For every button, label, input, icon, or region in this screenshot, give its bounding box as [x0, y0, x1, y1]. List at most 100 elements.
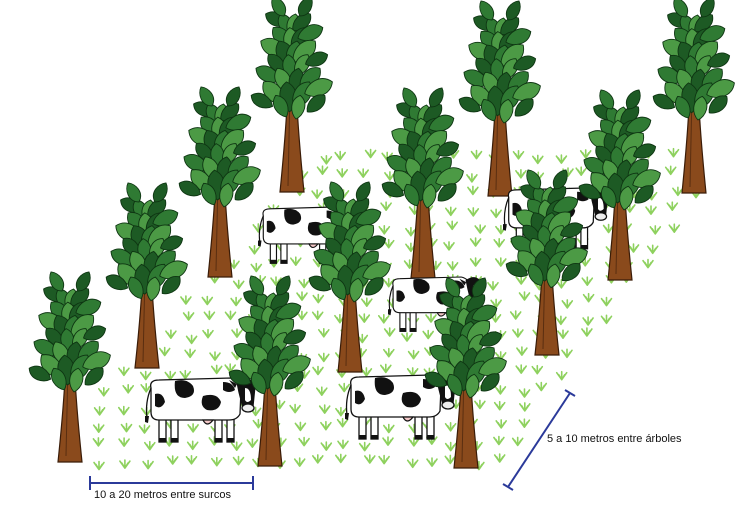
grass-tuft: [184, 312, 194, 320]
grass-tuft: [321, 422, 331, 430]
grass-tuft: [602, 315, 612, 323]
grass-tuft: [409, 351, 419, 359]
grass-tuft: [495, 402, 505, 410]
grass-tuft: [123, 385, 133, 393]
grass-tuft: [514, 151, 524, 159]
grass-tuft: [519, 419, 529, 427]
grass-tuft: [557, 372, 567, 380]
grass-tuft: [666, 166, 676, 174]
cow: [145, 378, 255, 442]
grass-tuft: [536, 383, 546, 391]
grass-tuft: [562, 300, 572, 308]
grass-tuft: [643, 260, 653, 268]
tree: [456, 0, 543, 196]
grass-tuft: [321, 156, 331, 164]
grass-tuft: [383, 437, 393, 445]
grass-tuft: [496, 258, 506, 266]
grass-tuft: [562, 349, 572, 357]
grass-tuft: [581, 150, 591, 158]
grass-tuft: [297, 292, 307, 300]
grass-tuft: [379, 315, 389, 323]
grass-tuft: [584, 294, 594, 302]
tree: [103, 180, 190, 368]
grass-tuft: [556, 316, 566, 324]
grass-tuft: [406, 228, 416, 236]
grass-tuft: [94, 424, 104, 432]
grass-tuft: [488, 282, 498, 290]
tree: [26, 269, 113, 462]
grass-tuft: [119, 407, 129, 415]
grass-tuft: [384, 279, 394, 287]
grass-tuft: [475, 225, 485, 233]
grass-tuft: [336, 408, 346, 416]
grass-tuft: [313, 311, 323, 319]
grass-tuft: [94, 462, 104, 470]
grass-tuft: [319, 329, 329, 337]
grass-tuft: [338, 440, 348, 448]
grass-tuft: [517, 347, 527, 355]
grass-tuft: [212, 458, 222, 466]
grass-tuft: [188, 441, 198, 449]
grass-tuft: [513, 437, 523, 445]
grass-tuft: [494, 437, 504, 445]
grass-tuft: [467, 174, 477, 182]
grass-tuft: [165, 372, 175, 380]
grass-tuft: [140, 425, 150, 433]
grass-tuft: [648, 245, 658, 253]
grass-tuft: [650, 226, 660, 234]
grass-tuft: [511, 311, 521, 319]
grass-tuft: [447, 221, 457, 229]
grass-tuft: [317, 387, 327, 395]
grass-tuft: [321, 442, 331, 450]
grass-tuft: [226, 311, 236, 319]
grass-tuft: [468, 208, 478, 216]
grass-tuft: [379, 456, 389, 464]
grass-tuft: [381, 202, 391, 210]
grass-tuft: [445, 455, 455, 463]
grass-tuft: [471, 238, 481, 246]
grass-tuft: [423, 331, 433, 339]
grass-tuft: [582, 328, 592, 336]
grass-tuft: [253, 224, 263, 232]
grass-tuft: [359, 314, 369, 322]
grass-tuft: [338, 419, 348, 427]
grass-tuft: [234, 457, 244, 465]
grass-tuft: [669, 149, 679, 157]
grass-tuft: [427, 458, 437, 466]
grass-tuft: [160, 348, 170, 356]
grass-tuft: [516, 365, 526, 373]
grass-tuft: [520, 403, 530, 411]
tree: [650, 0, 737, 193]
grass-tuft: [381, 364, 391, 372]
grass-tuft: [168, 456, 178, 464]
grass-tuft: [251, 264, 261, 272]
grass-tuft: [141, 372, 151, 380]
grass-tuft: [629, 244, 639, 252]
grass-tuft: [299, 280, 309, 288]
grass-tuft: [203, 330, 213, 338]
grass-tuft: [234, 280, 244, 288]
grass-tuft: [187, 335, 197, 343]
grass-tuft: [145, 442, 155, 450]
grass-tuft: [533, 155, 543, 163]
grass-tuft: [231, 298, 241, 306]
grass-tuft: [379, 226, 389, 234]
grass-tuft: [446, 443, 456, 451]
grass-tuft: [95, 407, 105, 415]
grass-tuft: [358, 169, 368, 177]
grass-tuft: [187, 456, 197, 464]
grass-tuft: [313, 455, 323, 463]
grass-tuft: [667, 202, 677, 210]
grass-tuft: [93, 438, 103, 446]
grass-tuft: [576, 167, 586, 175]
grass-tuft: [339, 384, 349, 392]
grass-tuft: [513, 329, 523, 337]
grass-tuft: [122, 424, 132, 432]
grass-tuft: [520, 292, 530, 300]
tree: [379, 85, 466, 278]
grass-tuft: [582, 277, 592, 285]
grass-tuft: [204, 311, 214, 319]
grass-tuft: [360, 443, 370, 451]
